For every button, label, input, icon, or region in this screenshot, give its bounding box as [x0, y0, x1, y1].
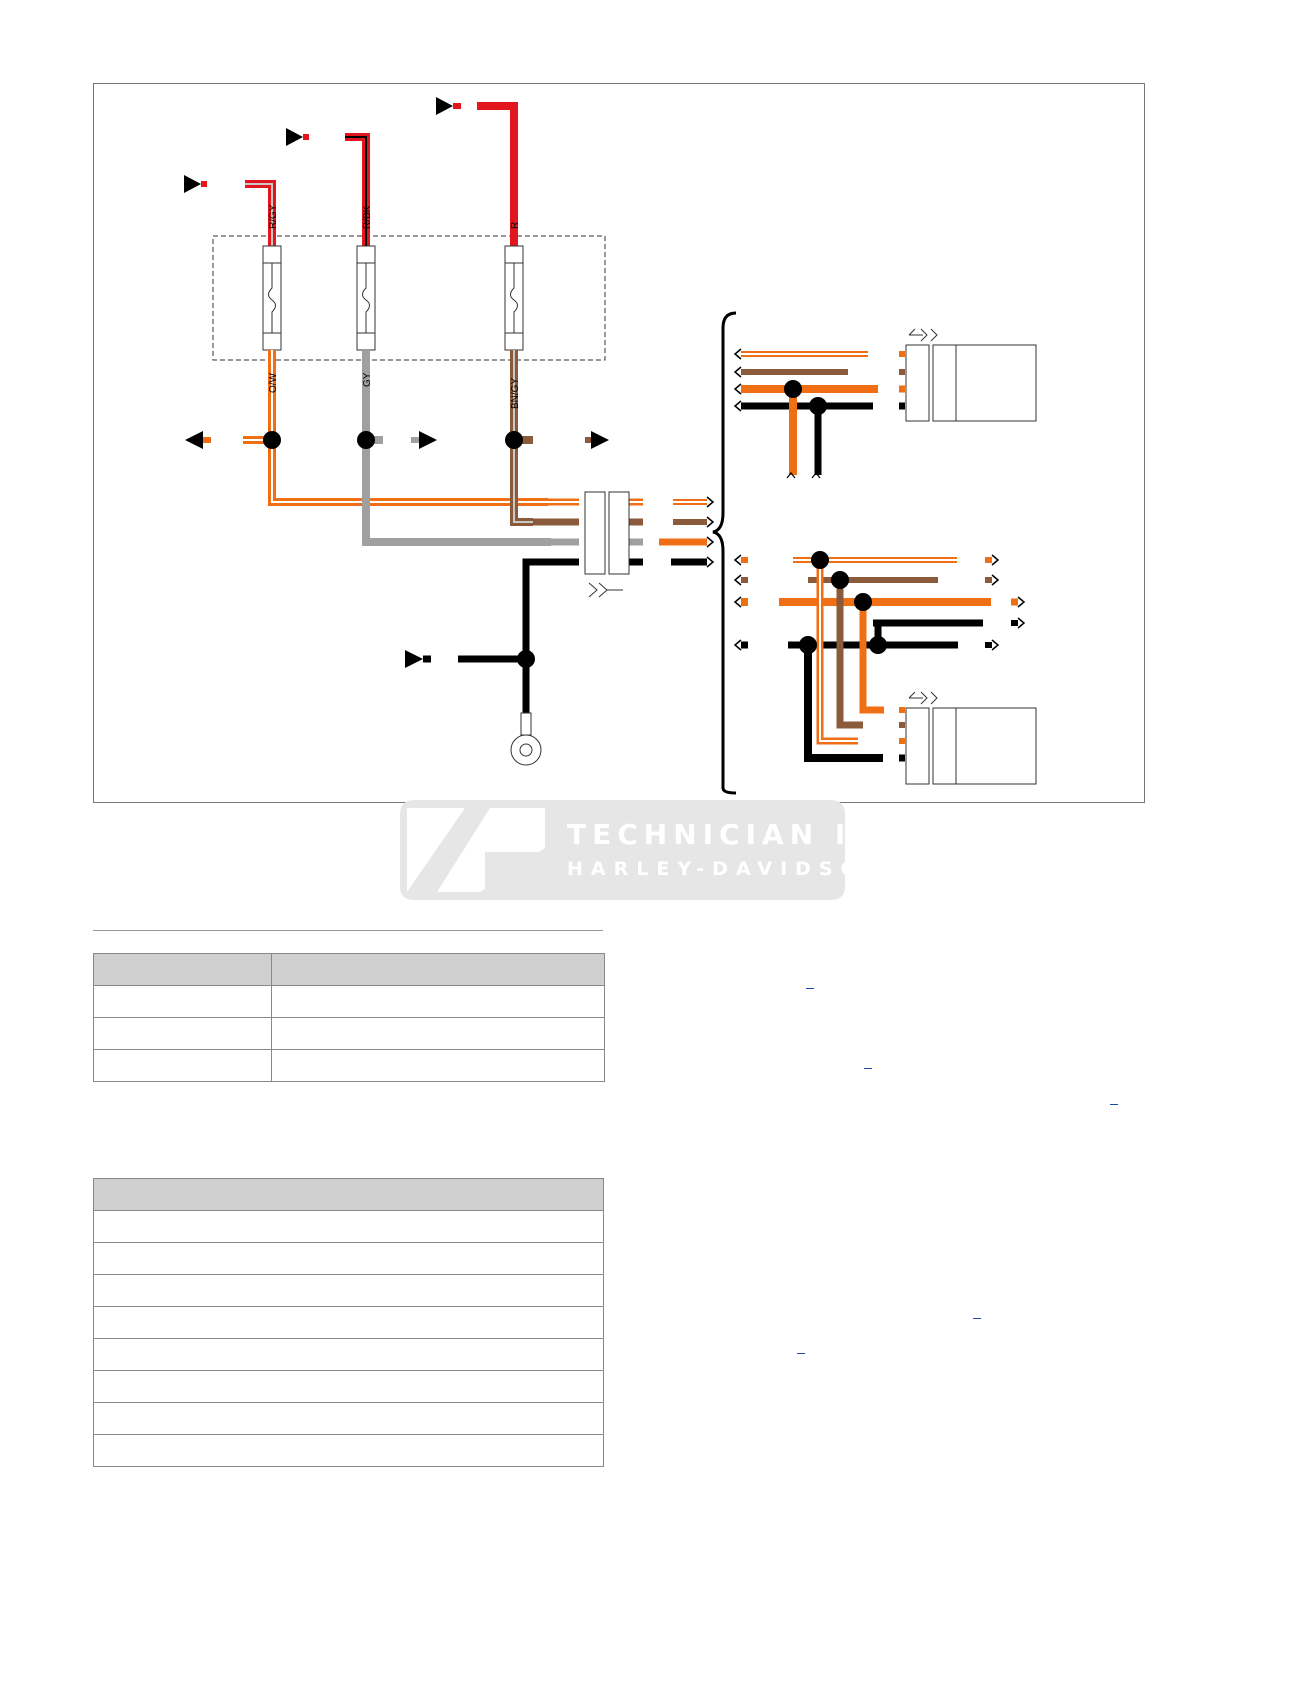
table-row	[93, 1017, 605, 1050]
fuse-block-outline	[212, 235, 606, 361]
table-cell	[93, 985, 272, 1018]
table-header-cell	[93, 953, 272, 986]
table-cell	[93, 1210, 604, 1243]
wire-r	[477, 102, 518, 246]
arrow-r	[436, 97, 453, 115]
wire-ow	[268, 350, 548, 506]
digital-technician-watermark: TECHNICIAN II HARLEY-DAVIDSON	[395, 792, 881, 902]
legend-table	[93, 1178, 604, 1467]
fuse-1	[262, 245, 282, 351]
main-connector-outputs	[659, 496, 715, 568]
table-row	[93, 1338, 604, 1371]
reference-link[interactable]	[797, 1353, 805, 1354]
splice-bngy	[505, 431, 523, 449]
table-cell	[93, 1338, 604, 1371]
table-row	[93, 1402, 604, 1435]
table-cell	[93, 1306, 604, 1339]
wire-ground-main	[522, 558, 543, 713]
table-cell	[93, 1242, 604, 1275]
main-connector	[533, 491, 643, 598]
watermark-line1: TECHNICIAN II	[567, 818, 868, 851]
table-cell	[93, 1017, 272, 1050]
splice-gy	[357, 431, 375, 449]
label-rbk: R/BK	[362, 205, 373, 229]
table-row	[93, 985, 605, 1018]
wire-gy	[362, 350, 551, 546]
table-row	[93, 1306, 604, 1339]
splice-ground	[517, 650, 535, 668]
harness-brace	[712, 311, 737, 795]
table-cell	[271, 1049, 605, 1082]
arrow-ground	[405, 650, 423, 668]
ground-ring-inner	[519, 743, 533, 757]
upper-harness-group	[733, 348, 905, 479]
fuse-2	[356, 245, 376, 351]
arrow-ow-left	[185, 431, 203, 449]
splice-ow	[263, 431, 281, 449]
watermark-line2: HARLEY-DAVIDSON	[567, 858, 889, 880]
reference-link[interactable]	[806, 988, 814, 989]
lower-component	[955, 707, 1037, 785]
wire-ow-stripe	[271, 350, 548, 503]
label-rgy: R/GY	[268, 204, 279, 229]
reference-link[interactable]	[1110, 1104, 1118, 1105]
table-header-cell	[271, 953, 605, 986]
table-cell	[93, 1049, 272, 1082]
table-row	[93, 1210, 604, 1243]
section-separator	[93, 930, 603, 931]
wire-rgy-stripe	[245, 183, 273, 246]
arrow-rgy	[184, 175, 201, 193]
reference-link[interactable]	[973, 1318, 981, 1319]
lower-connector	[905, 691, 957, 785]
label-gy: GY	[362, 372, 373, 387]
wire-rbk-stripe	[345, 136, 367, 246]
table-row	[93, 1434, 604, 1467]
table-header-row	[93, 1178, 604, 1211]
connector-table	[93, 953, 605, 1082]
reference-link[interactable]	[864, 1068, 872, 1069]
watermark-logo-shape	[400, 800, 845, 900]
table-cell	[93, 1274, 604, 1307]
label-r: R	[510, 222, 521, 229]
table-header-cell	[93, 1178, 604, 1211]
upper-component	[955, 344, 1037, 422]
fuse-3	[504, 245, 524, 351]
table-cell	[93, 1434, 604, 1467]
label-ow: O/W	[268, 372, 279, 393]
upper-connector	[905, 328, 957, 422]
wire-bngy-stripe	[513, 350, 533, 523]
arrow-rbk	[286, 128, 303, 146]
arrow-gy-right	[419, 431, 437, 449]
table-row	[93, 1370, 604, 1403]
table-cell	[93, 1370, 604, 1403]
label-bngy: BN/GY	[510, 378, 521, 409]
table-cell	[271, 985, 605, 1018]
table-cell	[93, 1402, 604, 1435]
table-row	[93, 1049, 605, 1082]
lower-harness-group	[733, 551, 1026, 762]
table-row	[93, 1242, 604, 1275]
ground-lug-stem	[520, 712, 532, 736]
arrow-bngy-right	[591, 431, 609, 449]
table-row	[93, 1274, 604, 1307]
table-header-row	[93, 953, 605, 986]
wiring-diagram: R/GY R/BK R	[93, 83, 1145, 803]
table-cell	[271, 1017, 605, 1050]
